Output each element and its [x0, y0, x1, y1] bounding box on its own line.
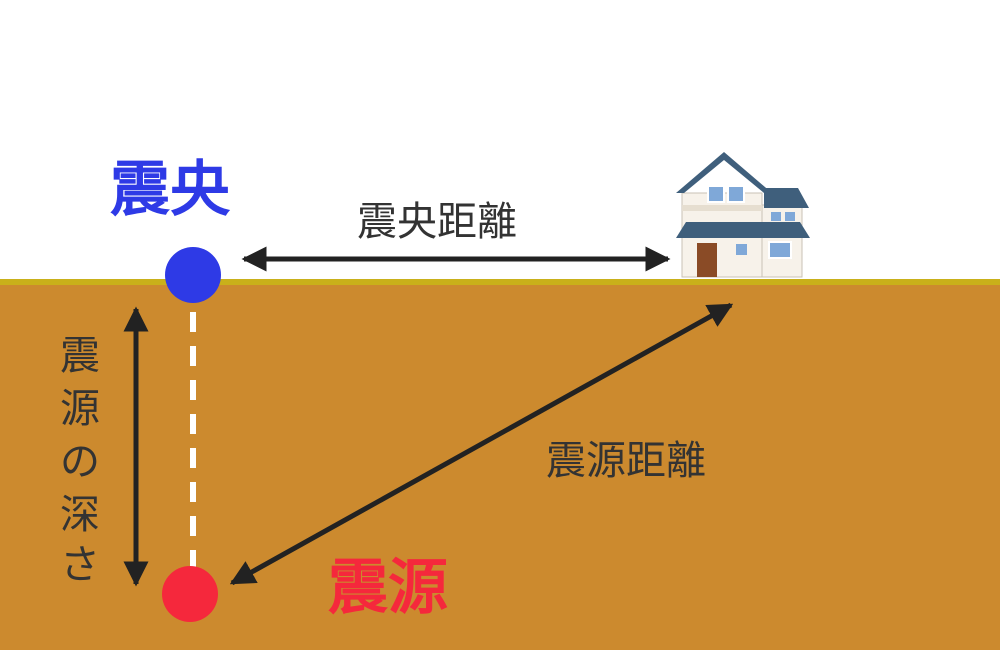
- focal-depth-char-5: さ: [60, 542, 100, 588]
- hypocentral-distance-label: 震源距離: [546, 438, 706, 484]
- hypocenter-dot: [162, 566, 218, 622]
- hypocenter-label: 震源: [328, 553, 448, 623]
- ground: [0, 283, 1000, 650]
- ground-surface-line: [0, 279, 1000, 285]
- hypocentral-distance-arrow: [229, 302, 734, 586]
- focal-depth-char-4: 深: [60, 492, 100, 538]
- focal-depth-char-3: の: [60, 439, 100, 485]
- focal-depth-char-2: 源: [60, 386, 100, 432]
- epicentral-distance-label: 震央距離: [357, 199, 517, 245]
- focal-depth-label: 震 源 の 深 さ: [60, 333, 100, 588]
- epicenter-dot: [165, 247, 221, 303]
- focal-depth-char-1: 震: [60, 333, 100, 379]
- epicenter-label: 震央: [110, 155, 231, 225]
- house-icon: [676, 152, 810, 278]
